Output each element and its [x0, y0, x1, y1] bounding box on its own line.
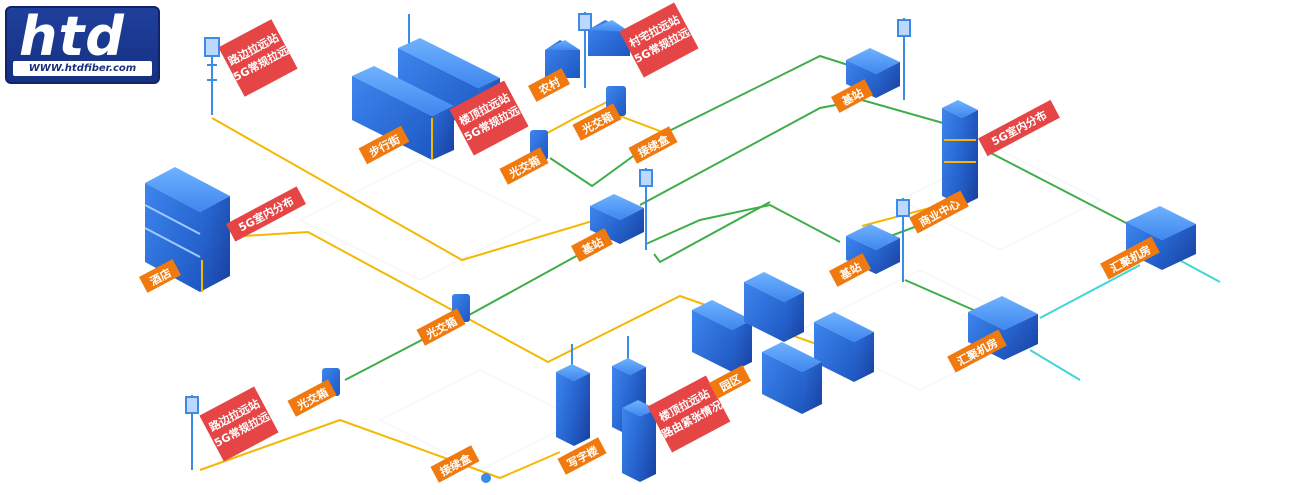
park-buildings [692, 272, 874, 414]
callout-rooftop-pedestrian: 楼顶拉远站 5G常规拉远 [449, 80, 529, 156]
tower-base-station-center [639, 168, 653, 250]
tower-base-station-top [897, 18, 911, 100]
callout-rooftop-office: 楼顶拉远站 路由紧张情况 [647, 375, 731, 453]
logo-wordmark: htd [19, 5, 125, 68]
callout-roadside-bottom: 路边拉远站 5G常规拉远 [199, 386, 279, 462]
tower-base-station-right [896, 198, 910, 282]
tag-optical-box-d: 光交箱 [287, 379, 337, 417]
tag-base-station-center: 基站 [570, 228, 614, 262]
business-center-tower [942, 100, 978, 206]
tower-village [578, 12, 592, 88]
tag-splice-box-bottom: 接续盒 [430, 445, 480, 483]
callout-roadside-top: 路边拉远站 5G常规拉远 [218, 19, 298, 97]
hotel-building [144, 167, 230, 292]
tag-optical-box-c: 光交箱 [416, 308, 466, 346]
base-station-center-building [590, 194, 644, 244]
tower-roadside-bottom [185, 395, 199, 470]
callout-village: 村宅拉远站 5G常规拉远 [619, 2, 699, 78]
fiber-links-green [344, 54, 1131, 381]
village-houses [545, 20, 630, 78]
fiber-links-cyan [1029, 254, 1221, 381]
splice-box-bottom [481, 473, 491, 483]
htd-logo: htd WWW.htdfiber.com [5, 6, 160, 84]
tower-roadside-top [204, 37, 220, 115]
tag-optical-box-b: 光交箱 [499, 147, 549, 185]
tag-splice-box-top: 接续盒 [628, 126, 678, 164]
tag-office-building: 写字楼 [557, 437, 607, 475]
logo-url: WWW.htdfiber.com [13, 61, 152, 76]
office-buildings [556, 358, 656, 482]
callout-indoor-business: 5G室内分布 [978, 99, 1060, 157]
tag-optical-box-a: 光交箱 [572, 103, 622, 141]
